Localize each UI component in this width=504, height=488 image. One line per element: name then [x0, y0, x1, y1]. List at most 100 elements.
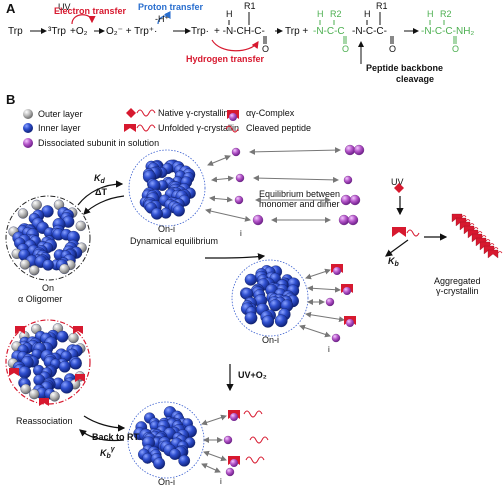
exchange-arrow — [253, 175, 339, 183]
inner-subunit — [244, 273, 257, 286]
bound-crystallin — [39, 398, 49, 406]
bound-crystallin — [75, 374, 85, 382]
outer-subunit — [49, 391, 60, 402]
bound-crystallin — [73, 326, 83, 334]
inner-subunit — [60, 380, 74, 394]
outer-layer-swatch — [23, 109, 33, 119]
ag-complex-subunit — [333, 267, 341, 275]
dynamical-equilibrium: Dynamical equilibrium — [130, 236, 218, 246]
equilibrium-text-2: monomer and dimer — [259, 199, 340, 209]
cleaved-peptide — [245, 456, 265, 464]
i-label-bot: i — [220, 477, 222, 486]
unfolded-uv-tail — [406, 229, 420, 237]
native-crystallin-uv — [394, 183, 404, 193]
inner-subunit — [153, 457, 166, 470]
aggregated-tail — [461, 215, 467, 218]
aggregated-tail — [469, 223, 475, 226]
aggregated-tail — [473, 227, 479, 230]
aggregated-tail — [489, 243, 495, 246]
kb-gamma-label: Kbγ — [100, 446, 116, 460]
green-r2: R2 — [330, 9, 342, 19]
inner-subunit — [178, 454, 191, 467]
ag-complex-subunit — [230, 459, 238, 467]
exchange-arrow — [249, 147, 341, 155]
exchange-arrow — [305, 311, 345, 323]
aggregated-label-1: Aggregated — [434, 276, 481, 286]
plus-o2: +O₂ — [70, 26, 88, 37]
hydrogen-transfer-label: Hydrogen transfer — [186, 54, 265, 64]
cluster-on — [8, 199, 87, 276]
unfolded-crystallin-icon — [124, 124, 136, 132]
outer-subunit — [31, 199, 42, 211]
dissociated-subunit — [231, 147, 241, 157]
unfolded-crystallin-uv — [392, 227, 406, 237]
legend-native: Native γ-crystallin — [158, 108, 229, 118]
trp-start: Trp — [8, 26, 23, 37]
trp-radical: Trp· — [191, 26, 209, 37]
exchange-arrow — [201, 414, 227, 426]
inner-subunit — [18, 365, 32, 379]
inner-subunit — [150, 207, 163, 220]
reassociation-label: Reassociation — [16, 416, 73, 426]
inner-subunit — [274, 314, 288, 328]
green-ncc: -N-C-C — [313, 26, 345, 37]
outer-subunit — [29, 265, 40, 276]
panel-a-label: A — [6, 1, 16, 16]
aggregated-tail — [477, 231, 483, 234]
on-label: On — [42, 283, 54, 293]
outer-subunit — [19, 259, 31, 270]
inner-subunit — [58, 360, 71, 373]
legend-complex: αγ-Complex — [246, 108, 295, 118]
cleaved-peptide-icon — [225, 125, 239, 133]
exchange-arrow — [307, 285, 341, 293]
cluster-reassociation — [7, 323, 86, 406]
green-o: O — [342, 44, 349, 54]
aggregated-tail — [493, 247, 499, 250]
dissociated-subunit — [343, 175, 353, 185]
dissociated-subunit — [347, 214, 359, 226]
on-boundary — [5, 195, 91, 281]
inner-subunit — [261, 315, 275, 328]
cleaved-peptide — [243, 410, 263, 418]
aggregated-tail — [481, 235, 487, 238]
aggregated-unit — [487, 249, 499, 259]
i-label-mid: i — [328, 345, 330, 354]
mid-boundary — [231, 259, 309, 337]
green-o-end: O — [452, 44, 459, 54]
inner-subunit — [172, 204, 185, 217]
aggregated-label-2: γ-crystallin — [436, 286, 479, 296]
uv-o2-label: UV+O₂ — [238, 370, 267, 380]
kb-label: Kb — [388, 256, 400, 268]
cleaved-peptide — [249, 436, 269, 444]
delta-t-label: ΔT — [95, 187, 107, 197]
triplet-trp: ³Trp — [48, 26, 66, 37]
exchange-arrow — [305, 268, 331, 280]
cleavage-label-2: cleavage — [396, 74, 434, 84]
outer-subunit — [68, 332, 79, 344]
legend-outer: Outer layer — [38, 109, 83, 119]
bound-crystallin — [9, 368, 19, 376]
superoxide-trp-cation: O₂⁻ + Trp⁺· — [106, 26, 157, 37]
exchange-arrow — [211, 175, 234, 183]
exchange-arrow — [299, 324, 331, 338]
exchange-arrow — [203, 450, 227, 462]
legend-cleaved: Cleaved peptide — [246, 123, 311, 133]
cluster-on-top — [139, 159, 196, 220]
bottom-free-subunits: i — [201, 410, 269, 486]
on-i-middle: On-i — [262, 335, 279, 345]
dissociated-subunit — [340, 194, 352, 206]
inner-subunit — [70, 357, 82, 370]
inner-subunit — [169, 448, 181, 460]
proton-transfer-label: Proton transfer — [138, 2, 204, 12]
exchange-arrow — [207, 155, 231, 166]
aggregated-crystallin — [451, 213, 503, 259]
alpha-oligomer-label: α Oligomer — [18, 294, 62, 304]
outer-subunit — [75, 220, 86, 232]
on-i-bottom: On-i — [158, 477, 175, 487]
dissociated-subunit — [325, 297, 335, 307]
ag-complex-subunit — [343, 287, 351, 295]
complex-ball — [229, 113, 237, 121]
outer-subunit — [29, 388, 40, 400]
dissociated-subunit — [235, 173, 245, 183]
exchange-arrow — [209, 195, 233, 203]
